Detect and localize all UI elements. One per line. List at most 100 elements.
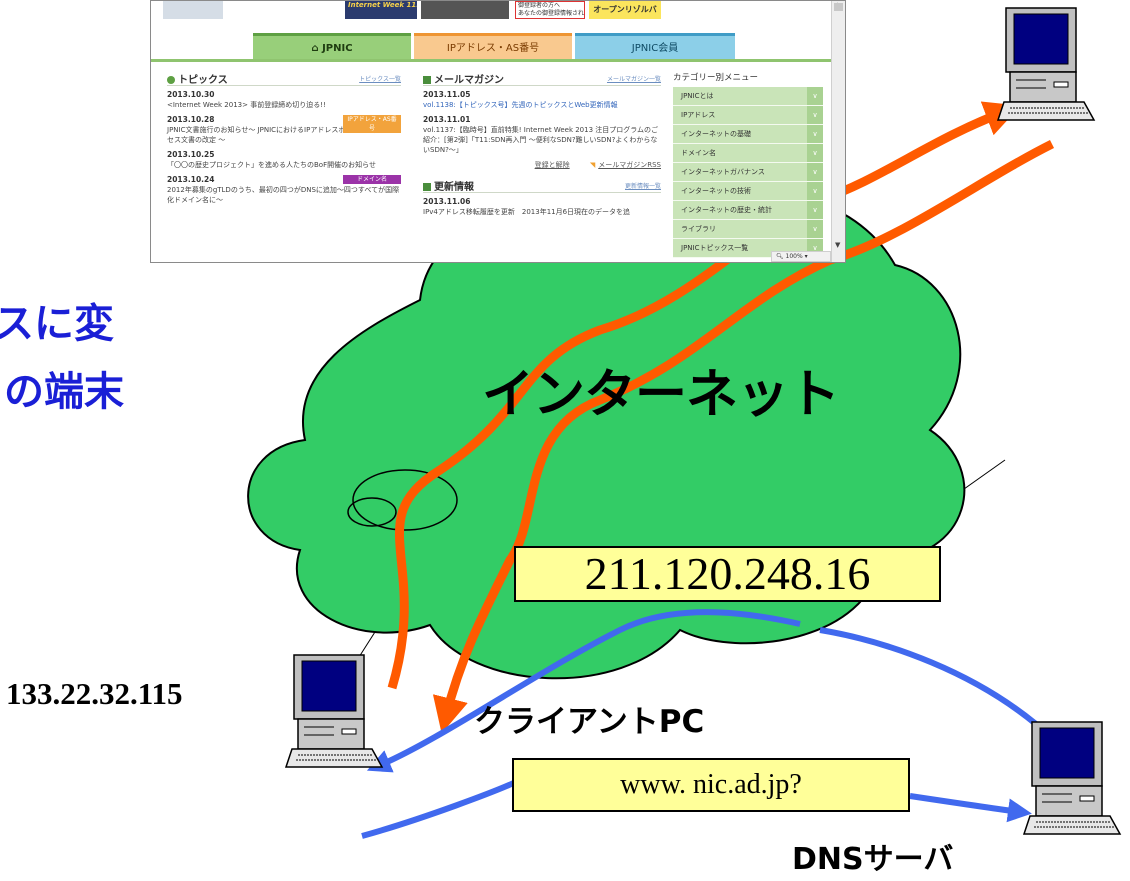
category-label: インターネットの技術 [681, 187, 751, 195]
updates-title: 更新情報 [434, 182, 474, 193]
topic-text: <Internet Week 2013> 事前登録締め切り迫る!! [167, 101, 326, 109]
updates-header: 更新情報 更新情報一覧 [423, 178, 661, 193]
category-item[interactable]: インターネットガバナンス∨ [673, 163, 823, 182]
category-item[interactable]: ドメイン名∨ [673, 144, 823, 163]
category-item[interactable]: JPNICとは ∨ [673, 87, 823, 106]
notice-banner-subtext: あなたの御登録情報されています [518, 10, 584, 17]
response-arrow [432, 139, 1055, 734]
dns-query-arrow [361, 777, 522, 839]
category-item[interactable]: インターネットの歴史・統計 ∨ [673, 201, 823, 220]
home-icon: ⌂ [311, 43, 323, 54]
category-menu: カテゴリー別メニュー JPNICとは∨ IPアドレス∨ インターネットの基礎∨ … [673, 71, 823, 258]
banner-strip: Internet Week 11.26(Tue)-11.29(Fri) 御登録者… [151, 1, 831, 23]
client-pc-label: クライアントPC [474, 704, 705, 740]
topic-item[interactable]: 2013.10.25 「〇〇の歴史プロジェクト」を進める人たちのBoF開催のお知… [167, 150, 401, 170]
update-text: IPv4アドレス移転履歴を更新 2013年11月6日現在のデータを追 [423, 208, 631, 216]
category-label: ドメイン名 [681, 149, 716, 157]
scroll-down-icon[interactable]: ▼ [835, 241, 841, 249]
magazine-item[interactable]: 2013.11.05 vol.1138:【トピックス号】先週のトピックスとWeb… [423, 90, 661, 110]
magazine-column: メールマガジン メールマガジン一覧 2013.11.05 vol.1138:【ト… [423, 71, 661, 222]
magazine-title: メールマガジン [434, 75, 504, 86]
magazine-item[interactable]: 2013.11.01 vol.1137:【臨時号】直前特集! Internet … [423, 115, 661, 155]
internet-week-banner[interactable]: Internet Week 11.26(Tue)-11.29(Fri) [345, 1, 417, 19]
cloud-bubble [347, 497, 397, 527]
topics-title: トピックス [178, 75, 228, 86]
internet-label: インターネット [482, 365, 840, 425]
magazine-date: 2013.11.01 [423, 115, 471, 124]
chevron-down-icon: ∨ [807, 201, 823, 219]
topics-column: トピックス トピックス一覧 2013.10.30 <Internet Week … [167, 71, 401, 210]
internet-cloud [247, 191, 966, 680]
dns-server-computer-icon [1023, 721, 1121, 835]
category-item[interactable]: IPアドレス∨ [673, 106, 823, 125]
category-label: JPNICとは [681, 92, 714, 100]
topic-item[interactable]: 2013.10.24 ドメイン名 2012年募集のgTLDのうち、最初の四つがD… [167, 175, 401, 205]
notice-banner-text: 御登録者の方へ [518, 2, 561, 9]
notice-banner[interactable]: 御登録者の方へ あなたの御登録情報されています [515, 1, 585, 19]
category-label: インターネットの基礎 [681, 130, 751, 138]
topics-list-link[interactable]: トピックス一覧 [359, 76, 401, 83]
client-ip-label: 133.22.32.115 [6, 676, 183, 711]
left-caption-line1: スに変 [0, 301, 114, 347]
dns-reply-arrow [366, 609, 801, 773]
zoom-indicator[interactable]: 🔍︎ 100% ▾ [771, 251, 831, 262]
chevron-down-icon: ∨ [807, 87, 823, 105]
rss-link[interactable]: メールマガジンRSS [598, 161, 661, 169]
magazine-text: vol.1137:【臨時号】直前特集! Internet Week 2013 注… [423, 126, 659, 154]
magazine-header: メールマガジン メールマガジン一覧 [423, 71, 661, 86]
left-caption-line2: の端末 [4, 369, 124, 415]
vertical-scrollbar[interactable]: ▲ ▼ [831, 1, 845, 262]
magazine-text: vol.1138:【トピックス号】先週のトピックスとWeb更新情報 [423, 101, 618, 109]
topics-header: トピックス トピックス一覧 [167, 71, 401, 86]
category-label: インターネットの歴史・統計 [681, 206, 772, 214]
scroll-thumb[interactable] [834, 3, 843, 11]
topic-date: 2013.10.28 [167, 115, 215, 124]
tab-underline [151, 59, 831, 62]
tab-jpnic-member[interactable]: JPNIC会員 [575, 33, 735, 59]
category-item[interactable]: インターネットの基礎 ∨ [673, 125, 823, 144]
dns-query-label: www. nic.ad.jp? [512, 758, 910, 812]
category-badge: ドメイン名 [343, 175, 401, 184]
category-badge: IPアドレス・AS番号 [343, 115, 401, 133]
category-item[interactable]: ライブラリ∨ [673, 220, 823, 239]
zoom-icon: 🔍︎ [776, 253, 784, 260]
banner-image [163, 1, 223, 19]
category-label: IPアドレス [681, 111, 716, 119]
browser-screenshot: Internet Week 11.26(Tue)-11.29(Fri) 御登録者… [150, 0, 846, 263]
rss-icon: ◥ [589, 161, 596, 169]
register-link[interactable]: 登録と解除 [534, 161, 570, 169]
topic-text: 2012年募集のgTLDのうち、最初の四つがDNSに追加～四つすべてが国際化ドメ… [167, 186, 400, 204]
topic-date: 2013.10.24 [167, 175, 215, 184]
tab-jpnic[interactable]: ⌂ JPNIC [253, 33, 411, 59]
banner-image [421, 1, 509, 19]
topic-item[interactable]: 2013.10.30 <Internet Week 2013> 事前登録締め切り… [167, 90, 401, 110]
leaf-icon [167, 76, 175, 84]
zoom-level: 100% [785, 253, 803, 260]
topic-item[interactable]: 2013.10.28 IPアドレス・AS番号 JPNIC文書施行のお知らせ～ J… [167, 115, 401, 145]
update-item[interactable]: 2013.11.06 IPv4アドレス移転履歴を更新 2013年11月6日現在の… [423, 197, 661, 217]
category-menu-title: カテゴリー別メニュー [673, 73, 759, 83]
open-resolver-banner[interactable]: オープンリゾルバ [589, 1, 661, 19]
chevron-down-icon: ∨ [807, 182, 823, 200]
category-item[interactable]: インターネットの技術 ∨ [673, 182, 823, 201]
topic-date: 2013.10.25 [167, 150, 215, 159]
chevron-down-icon: ∨ [807, 163, 823, 181]
topic-text: JPNIC文書施行のお知らせ～ JPNICにおけるIPアドレスポリシー策定プロセ… [167, 126, 395, 144]
cloud-bubble [352, 469, 458, 531]
topic-text: 「〇〇の歴史プロジェクト」を進める人たちのBoF開催のお知らせ [167, 161, 376, 169]
dns-server-line [819, 627, 1057, 743]
request-arrow [387, 101, 1021, 690]
server-computer-icon [997, 7, 1095, 121]
magazine-links: 登録と解除 ◥メールマガジンRSS [423, 160, 661, 170]
magazine-date: 2013.11.05 [423, 90, 471, 99]
dns-query-arrow-end [909, 793, 1032, 823]
magazine-list-link[interactable]: メールマガジン一覧 [606, 76, 661, 83]
tab-ip-address[interactable]: IPアドレス・AS番号 [414, 33, 572, 59]
category-label: ライブラリ [681, 225, 716, 233]
tab-label: JPNIC [322, 43, 353, 54]
mail-icon [423, 76, 431, 84]
update-icon [423, 183, 431, 191]
updates-list-link[interactable]: 更新情報一覧 [624, 183, 661, 190]
chevron-down-icon: ∨ [807, 125, 823, 143]
